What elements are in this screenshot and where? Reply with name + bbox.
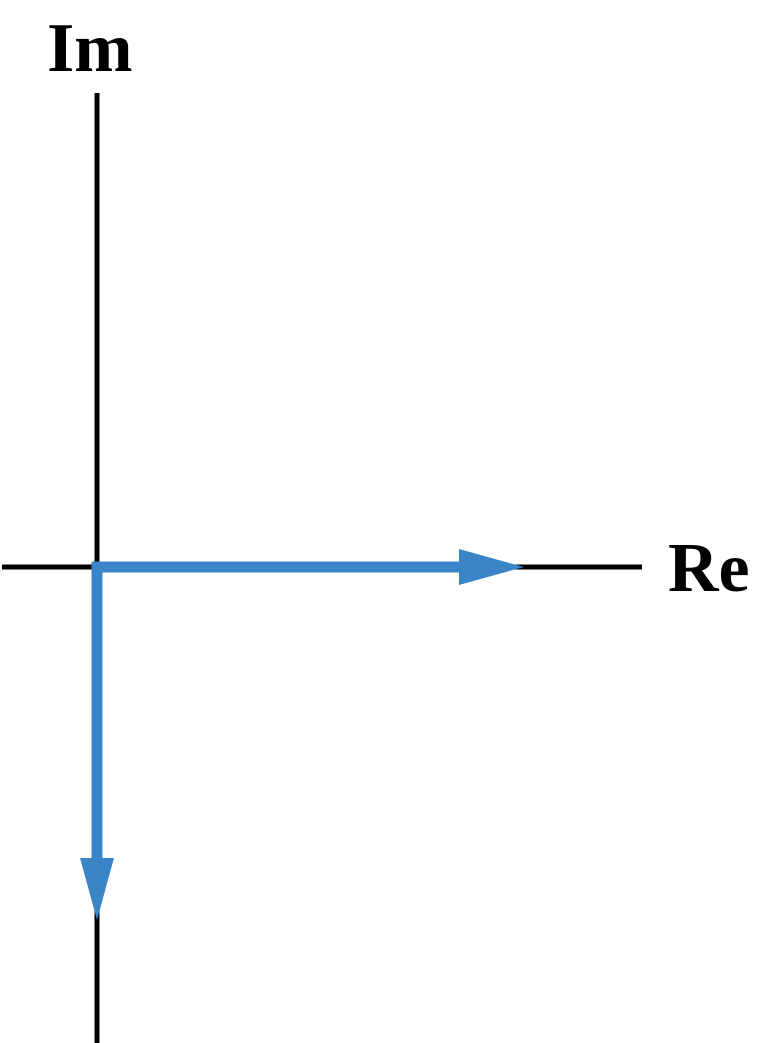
vector-group: [80, 549, 524, 920]
real-vector-arrowhead: [459, 549, 524, 585]
real-axis-label: Re: [668, 530, 750, 607]
imaginary-vector-arrowhead: [80, 858, 114, 920]
imaginary-axis-label: Im: [47, 10, 133, 87]
